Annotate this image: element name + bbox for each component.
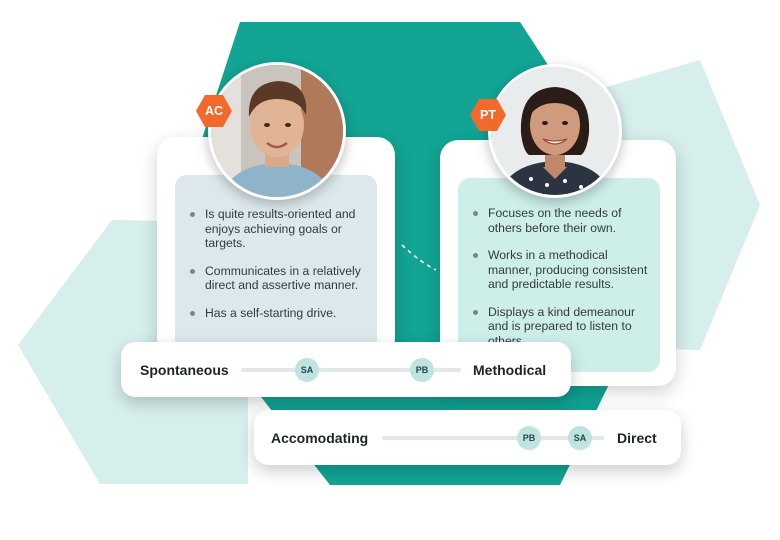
scale-left-label: Spontaneous [140, 361, 229, 378]
trait-item: Is quite results-oriented and enjoys ach… [185, 207, 367, 251]
avatar-pt [488, 64, 622, 198]
scale-right-label: Methodical [473, 361, 547, 378]
initials-badge-pt: PT [470, 99, 506, 131]
scale-accomodating-direct: Accomodating PB SA Direct [254, 410, 681, 465]
scale-right-label: Direct [617, 429, 657, 446]
traits-panel-pt: Focuses on the needs of others before th… [458, 178, 660, 372]
trait-item: Communicates in a relatively direct and … [185, 264, 367, 293]
initials-badge-ac: AC [196, 95, 232, 127]
scale-track [382, 436, 604, 440]
scale-marker[interactable]: SA [295, 358, 319, 382]
badge-label: PT [480, 108, 496, 122]
trait-item: Works in a methodical manner, producing … [468, 248, 650, 292]
scale-left-label: Accomodating [271, 429, 369, 446]
dashed-connector [401, 244, 437, 271]
traits-list-ac: Is quite results-oriented and enjoys ach… [175, 175, 377, 320]
scale-spontaneous-methodical: Spontaneous SA PB Methodical [121, 342, 571, 397]
trait-item: Displays a kind demeanour and is prepare… [468, 305, 650, 349]
trait-item: Has a self-starting drive. [185, 306, 367, 321]
badge-label: AC [204, 104, 224, 118]
traits-panel-ac: Is quite results-oriented and enjoys ach… [175, 175, 377, 357]
avatar-ac [208, 62, 346, 200]
trait-item: Focuses on the needs of others before th… [468, 206, 650, 235]
scale-marker[interactable]: SA [568, 426, 592, 450]
scale-marker[interactable]: PB [410, 358, 434, 382]
scale-marker[interactable]: PB [517, 426, 541, 450]
scale-track [241, 368, 461, 372]
traits-list-pt: Focuses on the needs of others before th… [458, 178, 660, 348]
